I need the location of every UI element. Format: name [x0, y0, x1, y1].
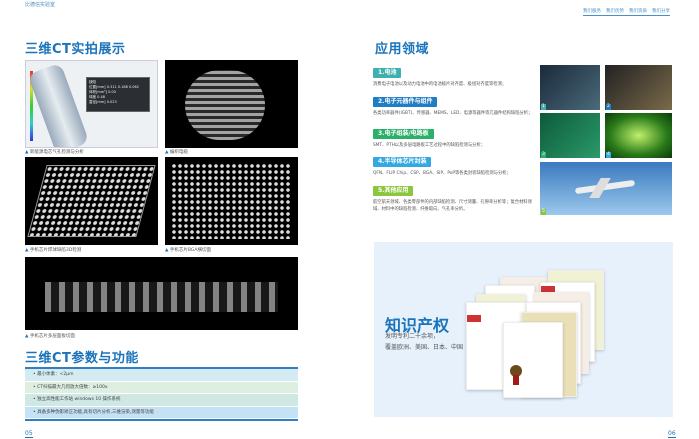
image-caption: 编织电缆 [165, 149, 188, 155]
photo-number: 3 [541, 152, 546, 158]
applications-title: 应用领域 [375, 42, 430, 57]
panel-key: 体积[mm³] [89, 90, 107, 94]
nav-item[interactable]: 我们分享 [652, 9, 670, 14]
app-desc: 消费电子电池以及动力电池中的电池极片对齐度、极组对齐度等检测； [373, 82, 507, 87]
photo-number: 5 [541, 209, 546, 215]
app-photo-components: 2 [605, 65, 672, 110]
photo-number: 4 [606, 152, 611, 158]
nav-item[interactable]: 我们优势 [606, 9, 624, 14]
app-desc: SMT、PTH以及多层电路板工艺过程中的缺陷检测与分析； [373, 143, 486, 148]
app-photo-pcb: 3 [540, 113, 600, 158]
param-row: • 具备多种伪影矫正功能,具有切片分析,三维渲染,测量等功能 [25, 406, 298, 419]
image-caption: 手机芯片多层面板切面 [25, 333, 75, 339]
param-row: • 独立高性能工作站 windows 10 操作系统 [25, 394, 298, 407]
color-scale [30, 71, 33, 141]
page-number: 05 [25, 430, 33, 438]
ip-title: 知识产权 [385, 316, 450, 335]
panel-key: 直径[mm] [89, 100, 106, 104]
cable-ct-image [165, 60, 298, 148]
app-tag-other: 5.其他应用 [373, 186, 414, 196]
panel-value: 0.023 [106, 100, 117, 104]
app-tag-components: 2.电子元器件与组件 [373, 97, 438, 107]
ip-line: 覆盖欧洲、美国、日本、中国 [385, 344, 464, 351]
image-caption: 手机芯片焊球缺陷3D检测 [25, 247, 81, 253]
tube-ct-image: 缺陷 位置[mm] 0.311 0.188 0.062 体积[mm³] 0.00… [25, 60, 158, 148]
panel-value: 0.311 0.188 0.062 [106, 85, 139, 89]
app-desc: 航空航天领域、各类零部件的内部缺陷检测、尺寸测量、孔隙率分析等；复合材料领域、材… [373, 200, 532, 212]
app-photo-aerospace: 5 [540, 162, 672, 215]
photo-number: 1 [541, 104, 546, 110]
app-tag-pcb: 3.电子组装/电路板 [373, 129, 434, 139]
image-caption: 手机芯片BGA横切面 [165, 247, 211, 253]
app-desc: 各类功率器件(IGBT)、传感器、MEMS、LED、电源等器件等元器件结构缺陷分… [373, 111, 533, 116]
panel-value: 0.48 [97, 95, 105, 99]
multilayer-slice-image [25, 257, 298, 330]
param-row: • 最小体素：<2μm [25, 369, 298, 382]
panel-title: 缺陷 [89, 80, 96, 84]
params-table: • 最小体素：<2μm • CT扫描最大几何放大倍数：≥100x • 独立高性能… [25, 367, 298, 421]
nav-item[interactable]: 我们服务 [583, 9, 601, 14]
app-tag-semiconductor: 4.半导体芯片封装 [373, 157, 432, 167]
page-number: 06 [668, 430, 676, 438]
gallery-title: 三维CT实拍展示 [25, 42, 126, 57]
app-photo-semiconductor: 4 [605, 113, 672, 158]
image-caption: 新能源电芯气孔检测与分析 [25, 149, 84, 155]
params-title: 三维CT参数与功能 [25, 351, 139, 366]
solder-ball-3d-image [25, 157, 158, 245]
us-patent-certificate [503, 322, 563, 398]
ip-panel: 知识产权 发明专利二十余项， 覆盖欧洲、美国、日本、中国 [374, 242, 673, 417]
app-photo-battery: 1 [540, 65, 600, 110]
bga-slice-image [165, 157, 298, 245]
top-nav: 我们服务 我们优势 我们资质 我们分享 [583, 8, 670, 16]
photo-number: 2 [606, 104, 611, 110]
panel-key: 球度 [89, 95, 96, 99]
panel-key: 位置[mm] [89, 85, 106, 89]
panel-value: 0.00 [108, 90, 116, 94]
ip-line: 发明专利二十余项， [385, 333, 440, 340]
app-desc: QFN、FLIP Chip、CSP、BGA、SIP、PoP等各类封装缺陷检测与分… [373, 171, 511, 176]
brand-label: 比德信实验室 [25, 2, 56, 8]
defect-info-panel: 缺陷 位置[mm] 0.311 0.188 0.062 体积[mm³] 0.00… [86, 77, 150, 112]
nav-item[interactable]: 我们资质 [629, 9, 647, 14]
param-row: • CT扫描最大几何放大倍数：≥100x [25, 381, 298, 394]
app-tag-battery: 1.电池 [373, 68, 402, 78]
